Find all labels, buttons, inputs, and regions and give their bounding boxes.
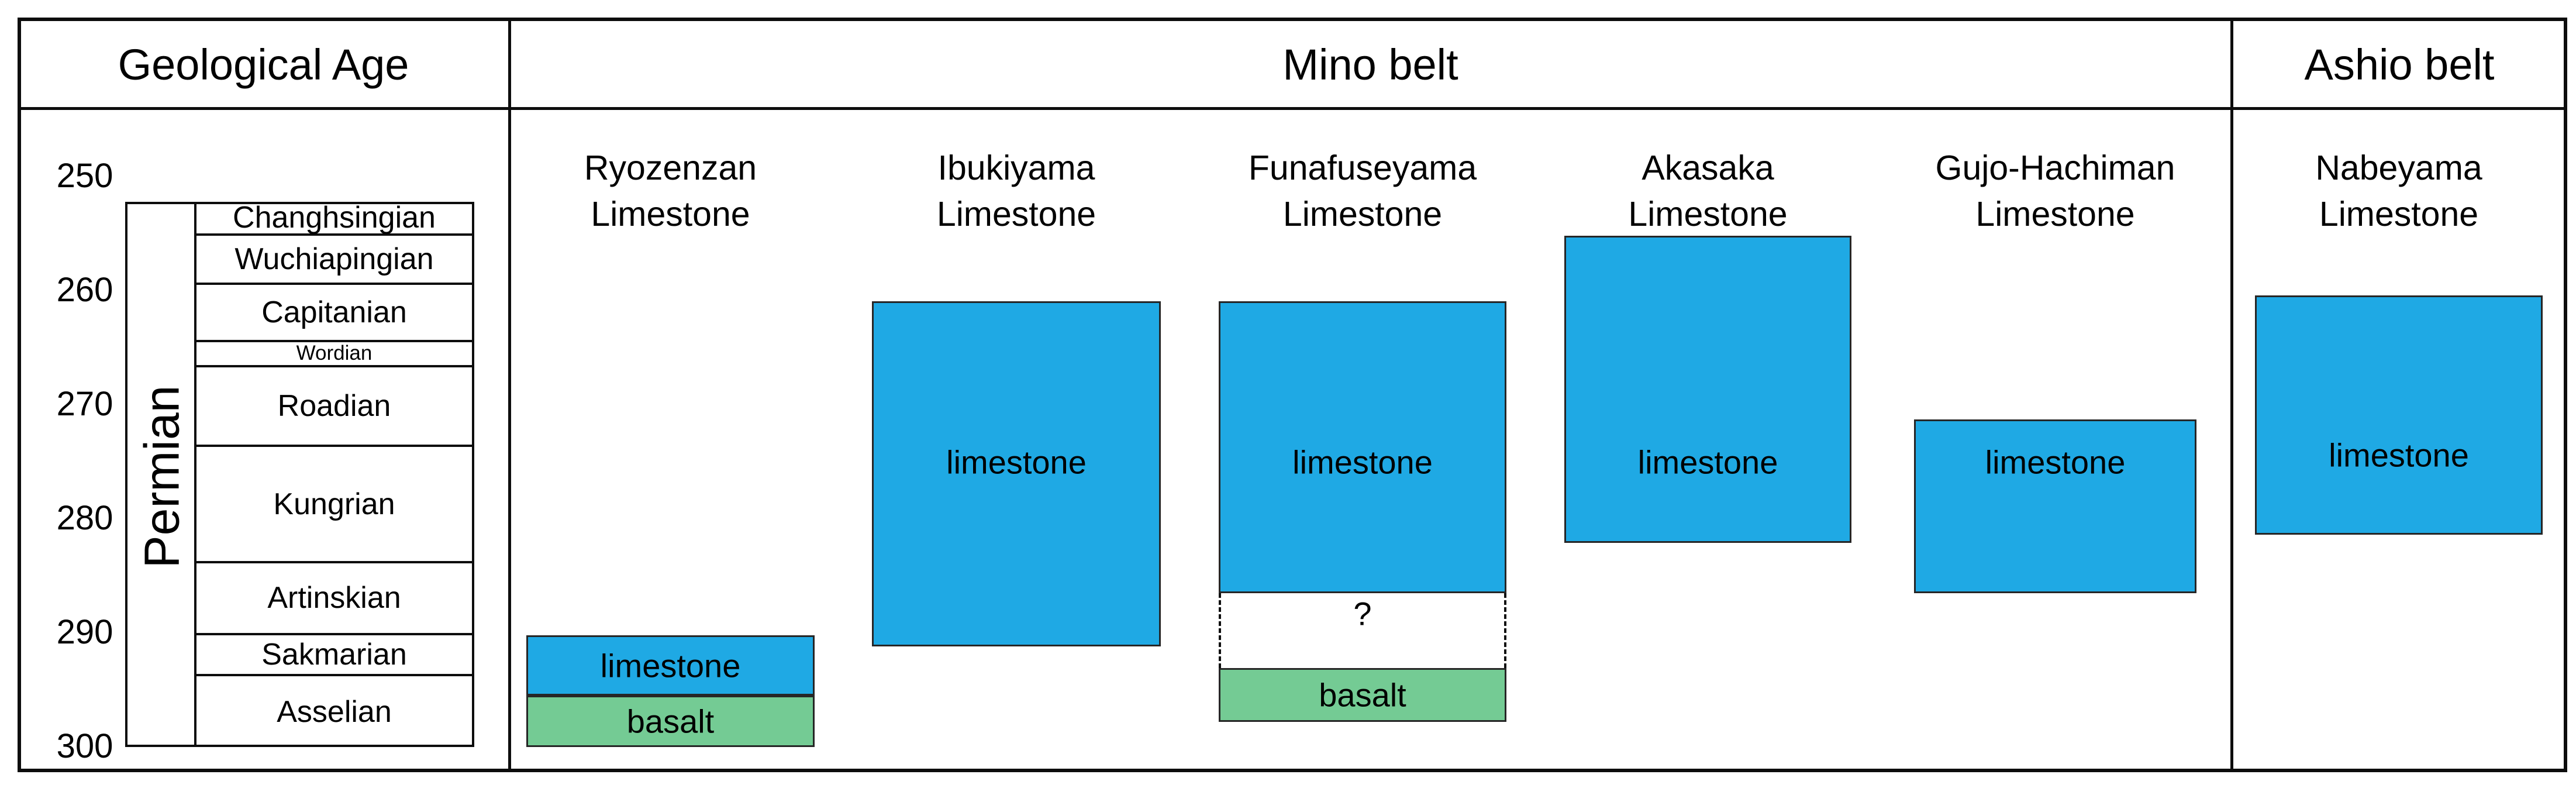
stage-label: Kungrian — [273, 487, 395, 521]
stage-row: Kungrian — [194, 447, 474, 564]
formation-name: Ibukiyama Limestone — [936, 149, 1096, 233]
ashio-belt-header: Ashio belt — [2304, 40, 2495, 89]
stage-label: Roadian — [277, 388, 391, 423]
table-frame — [18, 18, 2567, 772]
stage-label: Wuchiapingian — [235, 242, 434, 277]
stage-label: Artinskian — [267, 581, 401, 615]
axis-tick-label: 290 — [56, 613, 113, 652]
mino-ashio-divider — [2230, 18, 2233, 772]
period-label: Permian — [134, 385, 189, 569]
formation-name: Funafuseyama Limestone — [1248, 149, 1477, 233]
formation-name: Nabeyama Limestone — [2315, 149, 2482, 233]
stage-label: Capitanian — [261, 295, 407, 329]
unit-label: limestone — [2329, 436, 2469, 474]
axis-tick-label: 250 — [56, 157, 113, 195]
stage-label: Asselian — [277, 694, 392, 729]
period-label-column — [127, 204, 196, 745]
stage-row: Artinskian — [194, 563, 474, 635]
stage-label: Wordian — [296, 342, 373, 365]
unit-box-limestone — [1219, 301, 1506, 593]
unit-box-uncertain — [1219, 593, 1506, 669]
unit-label: limestone — [1985, 443, 2126, 480]
unit-label: limestone — [1637, 443, 1778, 480]
unit-box-limestone — [526, 635, 815, 696]
stage-row: Sakmarian — [194, 635, 474, 677]
stage-row: Asselian — [194, 676, 474, 747]
stage-label: Changhsingian — [233, 201, 436, 235]
unit-label: limestone — [600, 647, 741, 684]
unit-box-basalt — [526, 696, 815, 747]
unit-box-limestone — [872, 301, 1161, 647]
stage-label: Sakmarian — [261, 637, 407, 672]
geoage-mino-divider — [508, 18, 511, 772]
unit-box-limestone — [2255, 295, 2543, 535]
unit-label: limestone — [1292, 443, 1433, 480]
stage-row: Capitanian — [194, 285, 474, 342]
geological-age-header: Geological Age — [118, 40, 409, 89]
stage-row: Wordian — [194, 342, 474, 367]
unit-label: ? — [1353, 595, 1372, 632]
unit-label: limestone — [946, 443, 1087, 480]
formation-name: Gujo-Hachiman Limestone — [1935, 149, 2175, 233]
unit-box-basalt — [1219, 668, 1506, 722]
unit-label: basalt — [1319, 676, 1406, 714]
formation-name: Akasaka Limestone — [1628, 149, 1788, 233]
axis-tick-label: 270 — [56, 385, 113, 424]
header-separator-line — [18, 107, 2567, 110]
axis-tick-label: 260 — [56, 271, 113, 309]
formation-name: Ryozenzan Limestone — [584, 149, 757, 233]
unit-box-limestone — [1564, 236, 1851, 543]
stage-row: Wuchiapingian — [194, 236, 474, 285]
stage-row: Changhsingian — [194, 201, 474, 236]
mino-belt-header: Mino belt — [1282, 40, 1458, 89]
axis-tick-label: 300 — [56, 727, 113, 766]
stage-row: Roadian — [194, 367, 474, 448]
unit-box-limestone — [1914, 419, 2196, 593]
axis-tick-label: 280 — [56, 499, 113, 538]
period-box: Permian — [125, 201, 474, 747]
unit-label: basalt — [626, 703, 715, 740]
